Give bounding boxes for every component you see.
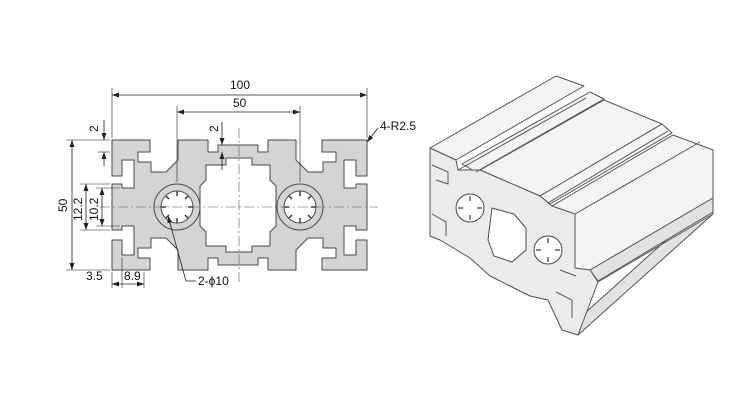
dim-left-offset: 3.5 [86, 269, 103, 283]
dim-overall-width: 100 [230, 78, 250, 92]
dim-radius: 4-R2.5 [380, 119, 416, 133]
profile-cross-section [100, 128, 378, 282]
dim-wall-top: 2 [87, 125, 101, 132]
profile-isometric-view [429, 75, 714, 336]
right-core-splines [284, 191, 316, 223]
dim-center-spacing: 50 [233, 96, 247, 110]
dimension-lines [66, 88, 379, 288]
dim-wall-mid: 2 [207, 125, 221, 132]
dim-height: 50 [56, 198, 70, 212]
iso-front-slots [431, 164, 577, 318]
top-rib-2 [461, 91, 605, 173]
dim-hole: 2-ϕ10 [198, 274, 229, 288]
iso-core-splines [458, 196, 560, 262]
iso-right-core [533, 235, 563, 265]
dim-slot-outer: 12.2 [71, 197, 85, 221]
dim-slot-depth: 8.9 [124, 269, 141, 283]
dimension-labels: 100 50 50 2 2 4-R2.5 12.2 10.2 3.5 8.9 2… [56, 78, 416, 288]
center-hollow [199, 157, 277, 253]
dim-slot-inner: 10.2 [87, 197, 101, 221]
iso-center-hollow [487, 207, 527, 263]
iso-edge-lines [457, 97, 714, 283]
iso-left-core [455, 193, 485, 223]
